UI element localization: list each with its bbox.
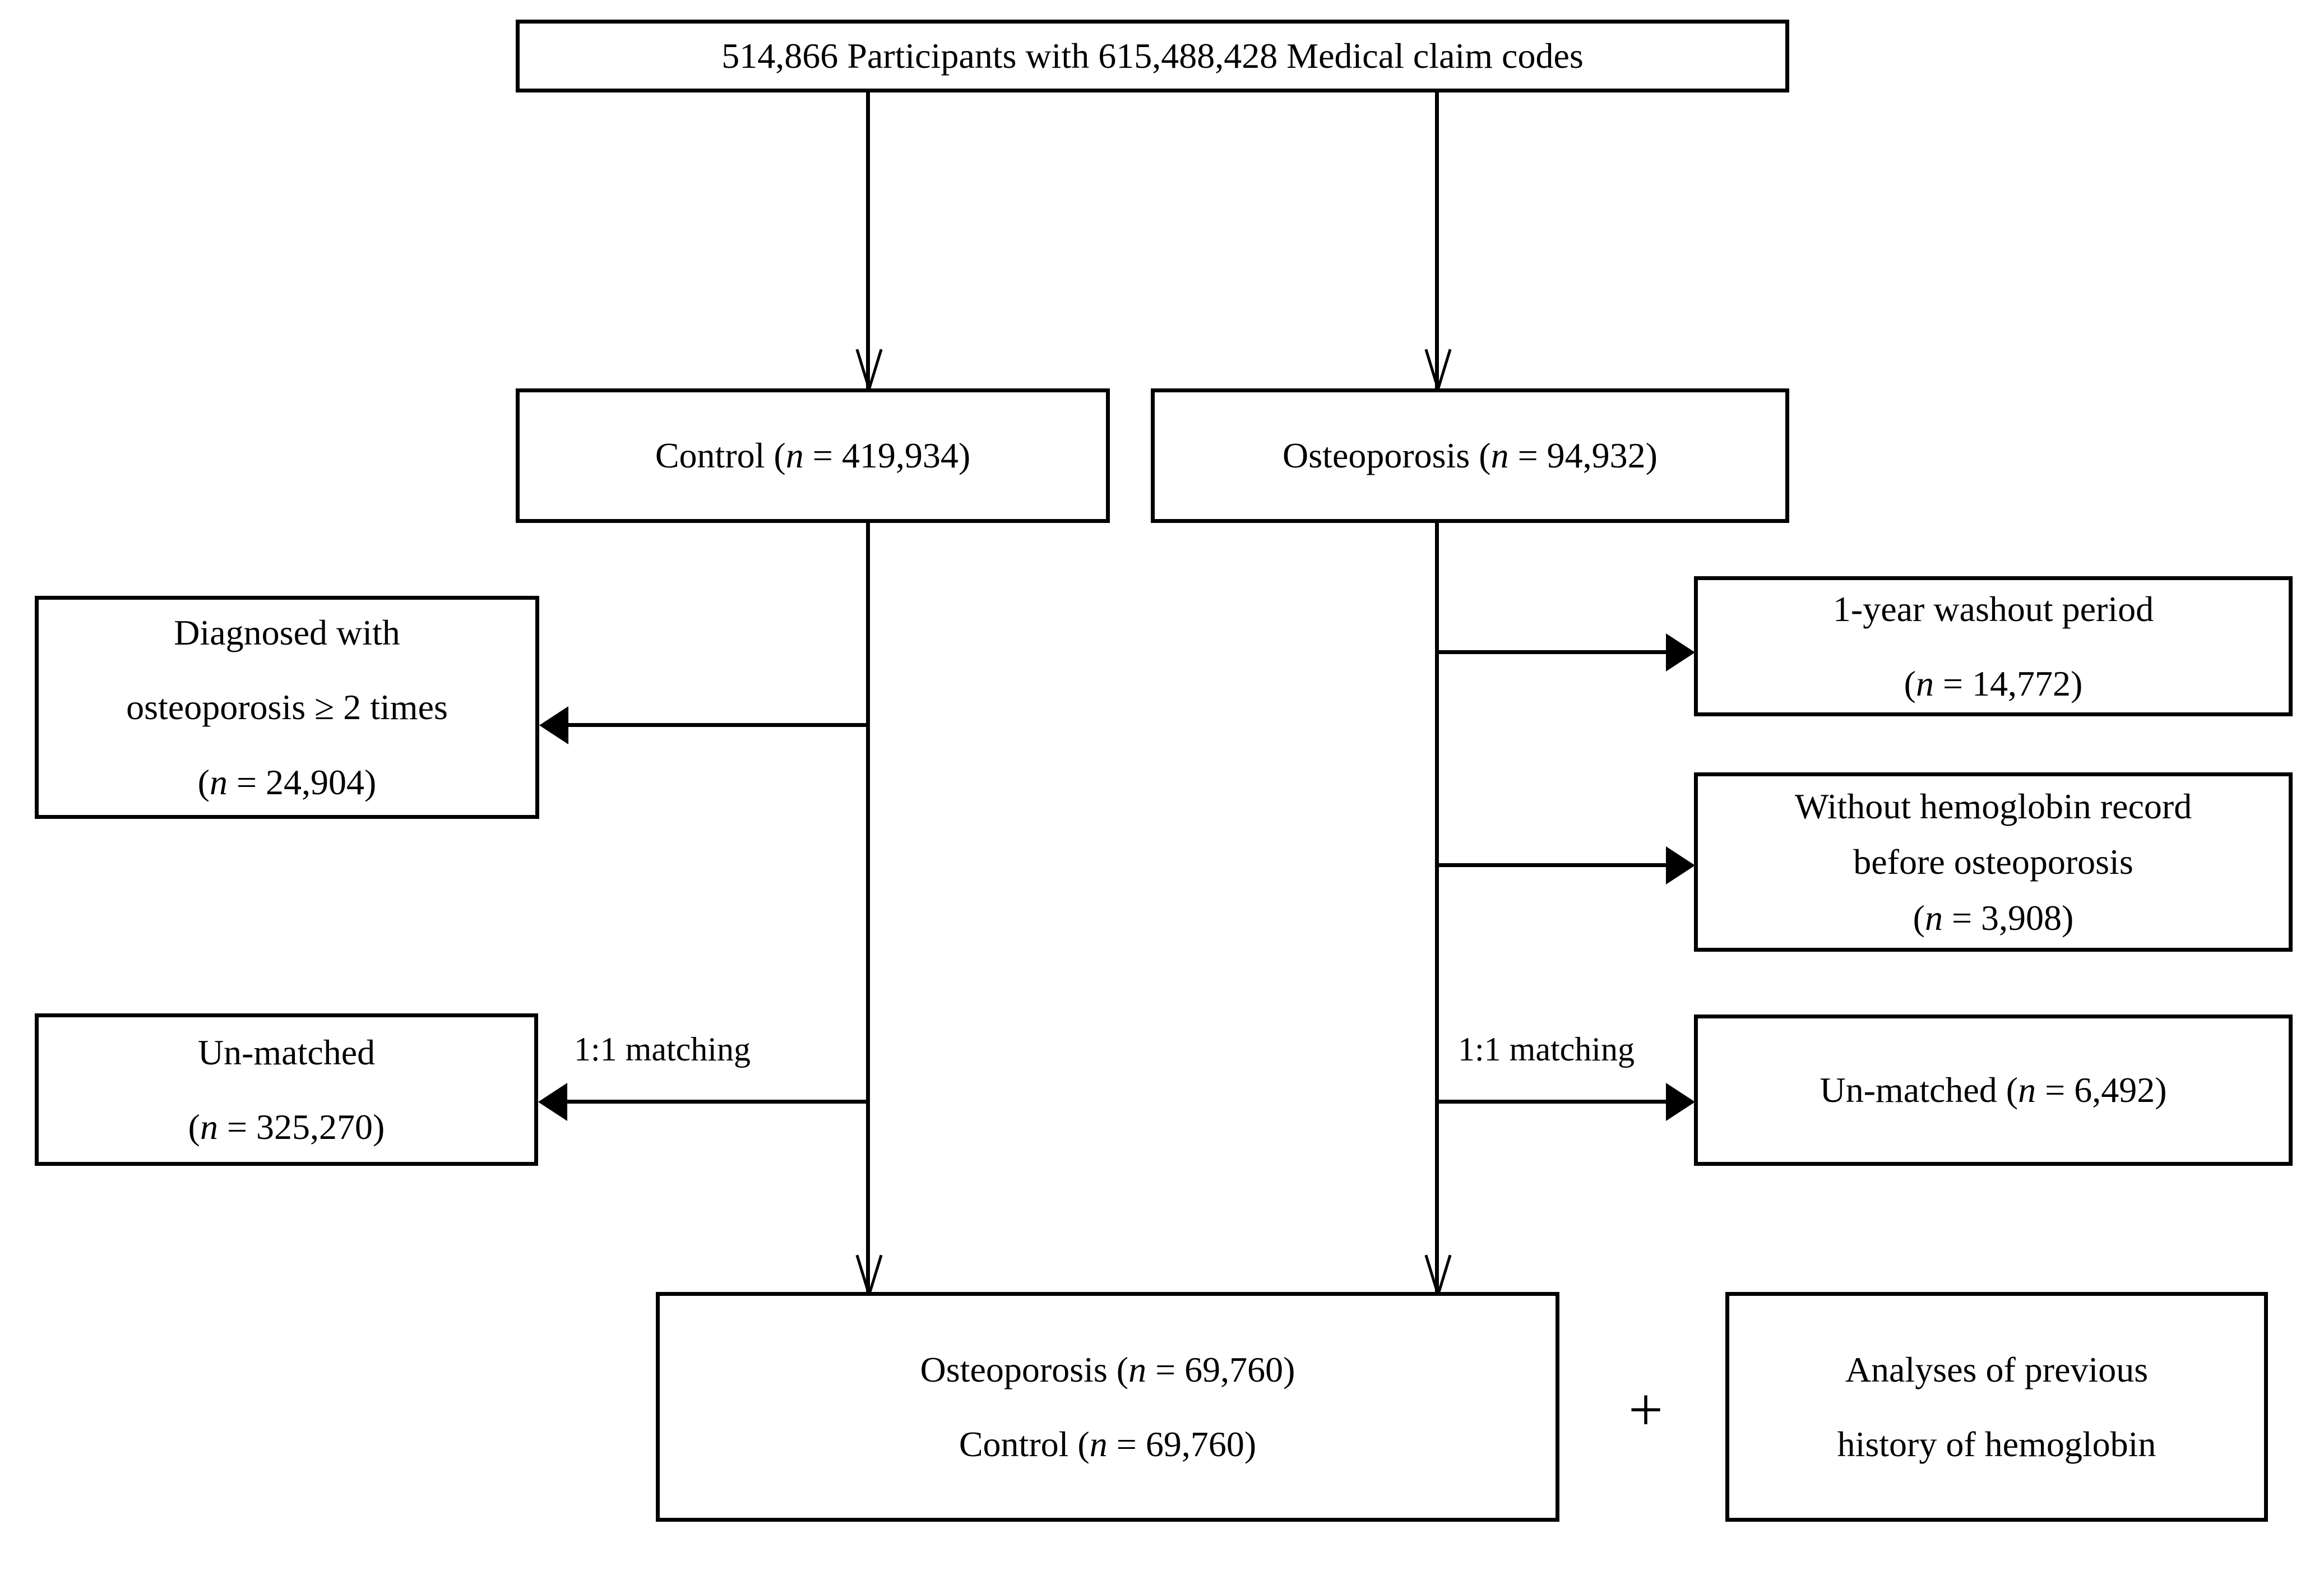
arrowhead-down-final-left [848, 1253, 891, 1296]
node-no-hemoglobin-line-2: before osteoporosis [1853, 842, 2133, 882]
node-control[interactable]: Control (n = 419,934) [516, 388, 1110, 523]
node-unmatched-osteoporosis-line-1: Un-matched (n = 6,492) [1820, 1070, 2167, 1110]
node-washout-line-2: (n = 14,772) [1904, 664, 2083, 703]
connector-to-unmatched-control [566, 1100, 868, 1104]
connector-source-to-control [866, 91, 870, 388]
connector-source-to-osteoporosis [1435, 91, 1439, 388]
node-no-hemoglobin-line-1: Without hemoglobin record [1794, 786, 2192, 827]
arrowhead-right-unmatched-osteoporosis [1666, 1083, 1695, 1121]
node-diagnosed-line-3: (n = 24,904) [197, 762, 377, 802]
node-unmatched-osteoporosis[interactable]: Un-matched (n = 6,492) [1694, 1015, 2293, 1166]
node-no-hemoglobin-exclusion[interactable]: Without hemoglobin record before osteopo… [1694, 772, 2293, 952]
node-washout-line-1: 1-year washout period [1832, 589, 2154, 629]
node-unmatched-control-line-2: (n = 325,270) [188, 1107, 385, 1147]
connector-to-no-hemoglobin-exclusion [1437, 863, 1668, 867]
node-source-population[interactable]: 514,866 Participants with 615,488,428 Me… [516, 20, 1789, 92]
node-unmatched-control[interactable]: Un-matched (n = 325,270) [35, 1013, 538, 1166]
node-final-cohort-line-2: Control (n = 69,760) [959, 1424, 1257, 1464]
node-osteoporosis[interactable]: Osteoporosis (n = 94,932) [1151, 388, 1789, 523]
node-final-cohort[interactable]: Osteoporosis (n = 69,760) Control (n = 6… [656, 1292, 1559, 1522]
node-osteoporosis-line-1: Osteoporosis (n = 94,932) [1283, 436, 1658, 476]
arrowhead-left-diagnosed [539, 706, 568, 744]
node-diagnosed-line-1: Diagnosed with [174, 613, 400, 653]
edge-label-matching-left: 1:1 matching [571, 1030, 754, 1069]
arrowhead-left-unmatched-control [538, 1083, 567, 1121]
node-control-line-1: Control (n = 419,934) [655, 436, 971, 476]
connector-to-washout-exclusion [1437, 650, 1668, 654]
arrowhead-down-control [848, 348, 891, 390]
arrowhead-down-final-right [1416, 1253, 1460, 1296]
connector-to-unmatched-osteoporosis [1437, 1100, 1668, 1104]
node-no-hemoglobin-line-3: (n = 3,908) [1913, 897, 2074, 938]
node-unmatched-control-line-1: Un-matched [197, 1032, 376, 1072]
node-source-line-1: 514,866 Participants with 615,488,428 Me… [721, 36, 1584, 76]
node-analyses-line-2: history of hemoglobin [1837, 1424, 2156, 1464]
node-final-cohort-line-1: Osteoporosis (n = 69,760) [920, 1349, 1295, 1389]
node-washout-exclusion[interactable]: 1-year washout period (n = 14,772) [1694, 576, 2293, 716]
connector-osteoporosis-spine [1435, 521, 1439, 1295]
arrowhead-right-washout [1666, 633, 1695, 671]
connector-to-diagnosed-exclusion [566, 723, 868, 727]
edge-label-matching-right: 1:1 matching [1455, 1030, 1638, 1069]
arrowhead-down-osteoporosis [1416, 348, 1460, 390]
plus-symbol: + [1628, 1375, 1664, 1444]
node-analyses-hemoglobin[interactable]: Analyses of previous history of hemoglob… [1725, 1292, 2268, 1522]
connector-control-spine [866, 521, 870, 1295]
node-analyses-line-1: Analyses of previous [1845, 1349, 2149, 1389]
node-diagnosed-line-2: osteoporosis ≥ 2 times [126, 687, 448, 728]
node-diagnosed-exclusion[interactable]: Diagnosed with osteoporosis ≥ 2 times (n… [35, 596, 539, 819]
arrowhead-right-no-hemoglobin [1666, 846, 1695, 884]
